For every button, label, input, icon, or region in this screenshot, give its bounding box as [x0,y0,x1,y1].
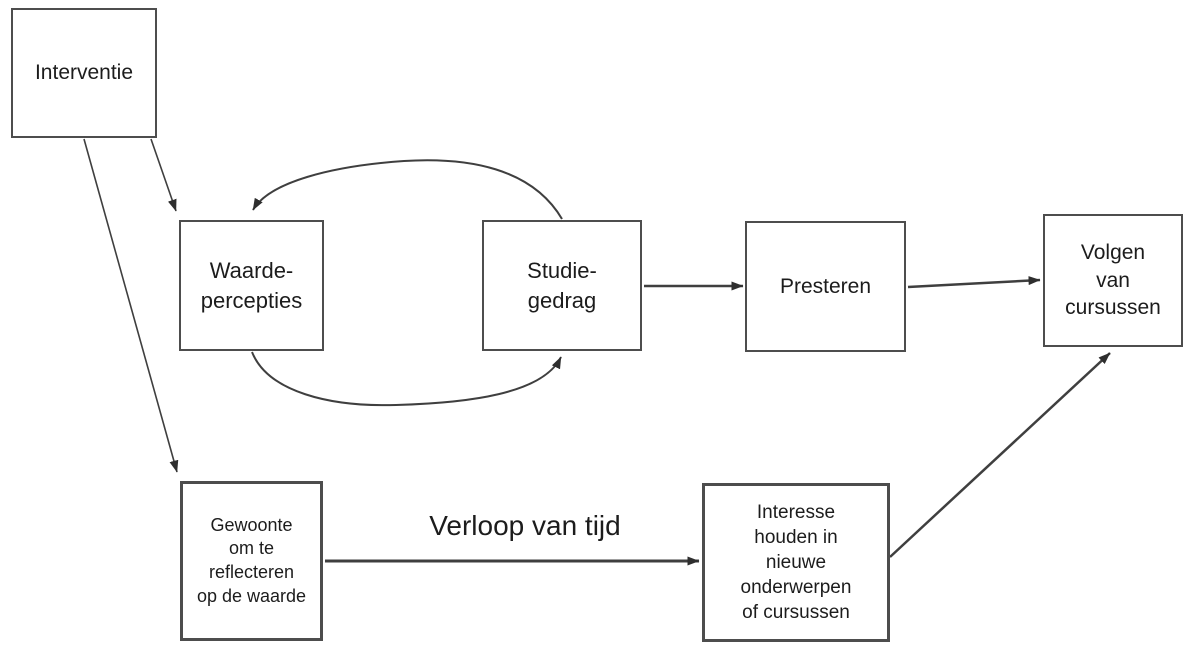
node-waarde-percepties: Waarde- percepties [179,220,324,351]
edge-interventie-to-waarde-percepties [150,138,177,212]
node-gewoonte-reflecteren: Gewoonte om te reflecteren op de waarde [180,481,323,641]
node-gewoonte-reflecteren-label: Gewoonte om te reflecteren op de waarde [196,514,307,606]
node-presteren-label: Presteren [779,274,872,298]
node-interventie: Interventie [11,8,157,138]
edge-waarde-percepties-to-studie-gedrag-bottom-arc [251,351,562,407]
node-studie-gedrag: Studie- gedrag [482,220,642,351]
node-volgen-van-cursussen-label: Volgen van cursussen [1065,240,1161,320]
edge-interventie-to-gewoonte-reflecteren [83,138,179,473]
node-interesse-houden: Interesse houden in nieuwe onderwerpen o… [702,483,890,642]
node-presteren: Presteren [745,221,906,352]
edge-label-verloop-van-tijd: Verloop van tijd [429,510,621,541]
node-interventie-label: Interventie [34,61,134,85]
node-waarde-percepties-label: Waarde- percepties [200,258,303,313]
edge-presteren-to-volgen-van-cursussen [907,276,1041,289]
node-interesse-houden-label: Interesse houden in nieuwe onderwerpen o… [740,501,852,624]
edge-interesse-houden-to-volgen-van-cursussen [889,352,1111,558]
edge-studie-gedrag-to-waarde-percepties-top-arc [252,159,563,220]
node-studie-gedrag-label: Studie- gedrag [527,258,597,313]
node-volgen-van-cursussen: Volgen van cursussen [1043,214,1183,347]
